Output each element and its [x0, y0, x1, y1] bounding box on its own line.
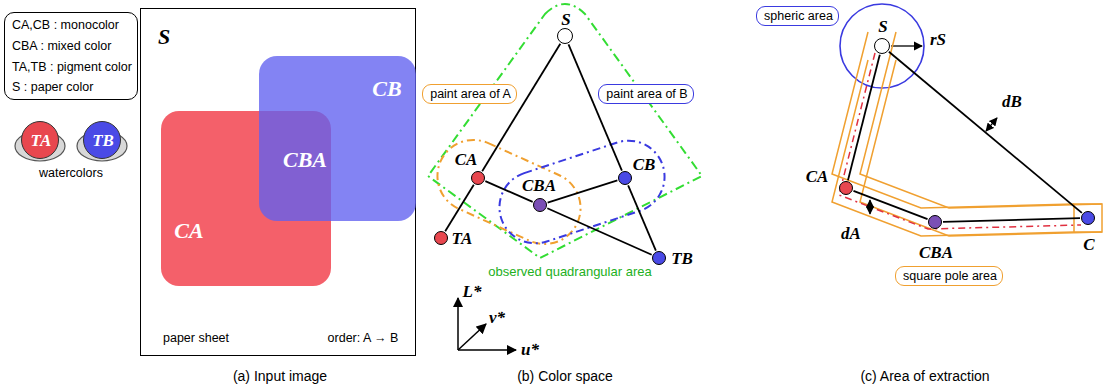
symbol-label: TA — [31, 132, 52, 151]
symbol-label: TB — [92, 132, 114, 151]
color-point: C — [1081, 211, 1095, 225]
symbol-label: CA — [455, 151, 478, 170]
panel-caption: (c) Area of extraction — [860, 369, 989, 384]
annotation-label: CBA — [283, 148, 327, 172]
symbol-label: S — [158, 25, 170, 49]
symbol-label: CBA — [919, 244, 953, 263]
color-line — [853, 191, 927, 219]
color-point: CA — [471, 171, 485, 185]
color-point: TB — [652, 251, 666, 265]
color-line — [943, 218, 1080, 222]
paper-sheet: Spaper sheet order: A → B CA CB — [140, 8, 416, 356]
color-line — [482, 44, 560, 172]
color-point: CB — [618, 171, 632, 185]
annotation-label: L* — [463, 283, 482, 302]
color-line — [848, 55, 880, 181]
color-point: CBA — [928, 215, 942, 229]
pigment-pot: TB — [83, 121, 121, 159]
color-line — [548, 180, 618, 202]
symbol-label: CA — [174, 219, 203, 243]
node-text: CBA : mixed color — [12, 40, 111, 54]
symbol-label: C — [1083, 236, 1094, 255]
color-line — [569, 44, 622, 170]
area-tag: paint area of B — [598, 84, 694, 104]
node-text: paint area of B — [606, 88, 687, 102]
color-line — [547, 208, 651, 254]
annotation-label: watercolors — [39, 167, 103, 181]
paint-area-a — [426, 128, 592, 255]
symbol-label: CA — [806, 168, 829, 187]
sphere — [840, 4, 924, 88]
symbol-label: S — [878, 18, 887, 37]
annotation-label: observed quadrangular area — [488, 265, 651, 279]
node-text: TA,TB : pigment color — [12, 61, 132, 75]
paint-b: CB — [259, 56, 416, 221]
pigment-pot: TA — [21, 121, 59, 159]
area-tag: spheric area — [756, 6, 839, 26]
color-point: CA — [839, 181, 853, 195]
node-text: paper sheet — [163, 332, 229, 346]
symbol-label: CB — [633, 156, 656, 175]
paint-area-b — [490, 131, 674, 252]
symbol-label: TA — [452, 230, 473, 249]
extraction-area — [832, 4, 1102, 236]
color-point: CBA — [533, 198, 547, 212]
legend-box: CA,CB : monocolorCBA : mixed colorTA,TB … — [4, 12, 138, 100]
symbol-label: CBA — [522, 177, 556, 196]
symbol-label: CB — [372, 77, 401, 101]
area-tag: paint area of A — [422, 84, 517, 104]
panel-caption: (a) Input image — [233, 369, 327, 384]
annotation-label: v* — [489, 309, 505, 328]
symbol-label: S — [561, 11, 570, 30]
color-line — [445, 185, 474, 231]
color-space-regions — [426, 4, 702, 258]
annotation-label: dB — [1002, 93, 1022, 112]
color-point: TA — [434, 231, 448, 245]
color-line — [628, 185, 656, 250]
observed-area — [428, 4, 702, 258]
color-line — [889, 52, 1082, 213]
symbol-label: TB — [671, 250, 693, 269]
node-text: CA,CB : monocolor — [12, 19, 119, 33]
node-text: order: A → B — [328, 332, 399, 346]
annotation-label: u* — [521, 341, 539, 360]
annotation-label: dA — [841, 225, 861, 244]
color-point: S — [557, 28, 573, 44]
panel-caption: (b) Color space — [517, 369, 613, 384]
node-text: paint area of A — [430, 88, 511, 102]
area-tag: square pole area — [895, 266, 1003, 286]
color-point: S — [874, 38, 890, 54]
node-text: spheric area — [764, 10, 833, 24]
axes — [458, 298, 516, 350]
annotation-label: rS — [930, 31, 946, 50]
node-text: square pole area — [903, 270, 997, 284]
node-text: S : paper color — [12, 81, 93, 95]
